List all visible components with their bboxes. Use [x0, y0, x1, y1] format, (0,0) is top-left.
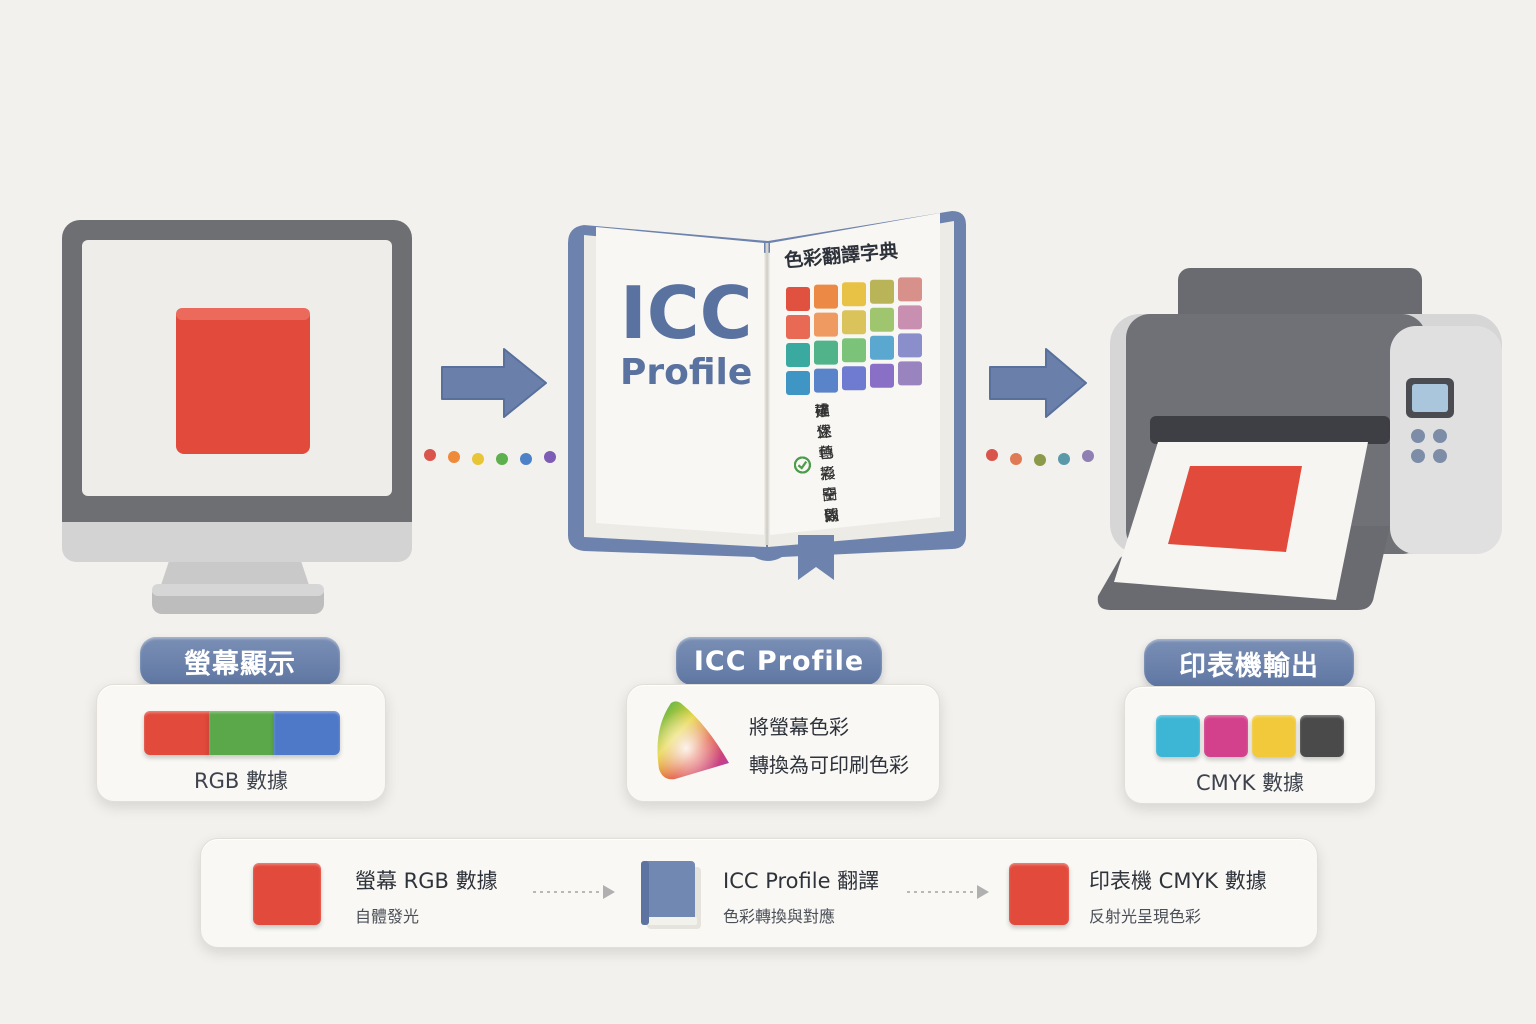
book-color-swatch [786, 343, 810, 367]
color-dots [984, 447, 1104, 469]
color-dots [422, 447, 562, 469]
book-color-swatch [842, 310, 866, 334]
summary-subtitle: 色彩轉換與對應 [723, 903, 835, 927]
book-color-swatch [814, 285, 838, 309]
summary-title: 螢幕 RGB 數據 [355, 865, 498, 895]
dotted-arrow-icon [905, 881, 993, 903]
icc-card: 將螢幕色彩 轉換為可印刷色彩 [626, 684, 940, 802]
cmyk-card: CMYK 數據 [1124, 686, 1376, 804]
book-color-swatch [898, 305, 922, 329]
printer-illustration [1090, 266, 1510, 620]
book-color-swatch [786, 315, 810, 339]
rgb-caption: RGB 數據 [97, 765, 385, 795]
color-gamut-icon [649, 699, 733, 785]
rgb-swatch-green [209, 711, 275, 755]
book-cover-line2: Profile [620, 351, 760, 395]
cmyk-caption: CMYK 數據 [1125, 767, 1375, 797]
cmyk-swatch-cyan [1156, 715, 1200, 757]
summary-bar: 螢幕 RGB 數據 自體發光 ICC Profile 翻譯 色彩轉換與對應 印表… [200, 838, 1318, 948]
icc-book-illustration: ICC Profile 色彩翻譯字典 描述色彩空間 建立轉換關係 確保色彩一致 [562, 205, 972, 585]
arrow-right-icon [986, 345, 1090, 421]
book-color-swatch [814, 313, 838, 337]
summary-red-square [253, 863, 321, 925]
check-icon [793, 455, 813, 475]
summary-subtitle: 自體發光 [355, 903, 419, 927]
summary-red-square [1009, 863, 1069, 925]
cmyk-swatch-magenta [1204, 715, 1248, 757]
book-color-swatch [870, 364, 894, 388]
book-color-swatch [842, 282, 866, 306]
rgb-swatch-blue [274, 711, 340, 755]
stage-label-icc: ICC Profile [676, 637, 882, 685]
book-color-swatch [786, 371, 810, 395]
book-color-swatch [898, 333, 922, 357]
book-color-swatch [814, 369, 838, 393]
rgb-card: RGB 數據 [96, 684, 386, 802]
book-color-swatch [870, 308, 894, 332]
book-color-swatch [842, 338, 866, 362]
rgb-swatch-red [144, 711, 210, 755]
cmyk-swatch-black [1300, 715, 1344, 757]
stage-label-screen: 螢幕顯示 [140, 637, 340, 685]
summary-subtitle: 反射光呈現色彩 [1089, 903, 1201, 927]
book-color-swatch [870, 280, 894, 304]
book-cover-line1: ICC [620, 275, 760, 351]
book-color-swatch [786, 287, 810, 311]
book-color-swatch [870, 336, 894, 360]
cmyk-swatch-yellow [1252, 715, 1296, 757]
book-color-swatch [898, 361, 922, 385]
dotted-arrow-icon [531, 881, 619, 903]
monitor-illustration [60, 218, 416, 618]
book-cover-title: ICC Profile [620, 275, 760, 395]
icc-desc-line2: 轉換為可印刷色彩 [749, 749, 909, 778]
icc-desc-line1: 將螢幕色彩 [749, 711, 849, 740]
summary-title: ICC Profile 翻譯 [723, 865, 879, 895]
stage-label-printer: 印表機輸出 [1144, 639, 1354, 687]
arrow-right-icon [438, 345, 550, 421]
summary-title: 印表機 CMYK 數據 [1089, 865, 1267, 895]
book-icon [637, 859, 703, 931]
book-color-swatch [814, 341, 838, 365]
book-color-swatch [842, 366, 866, 390]
book-color-swatch [898, 277, 922, 301]
